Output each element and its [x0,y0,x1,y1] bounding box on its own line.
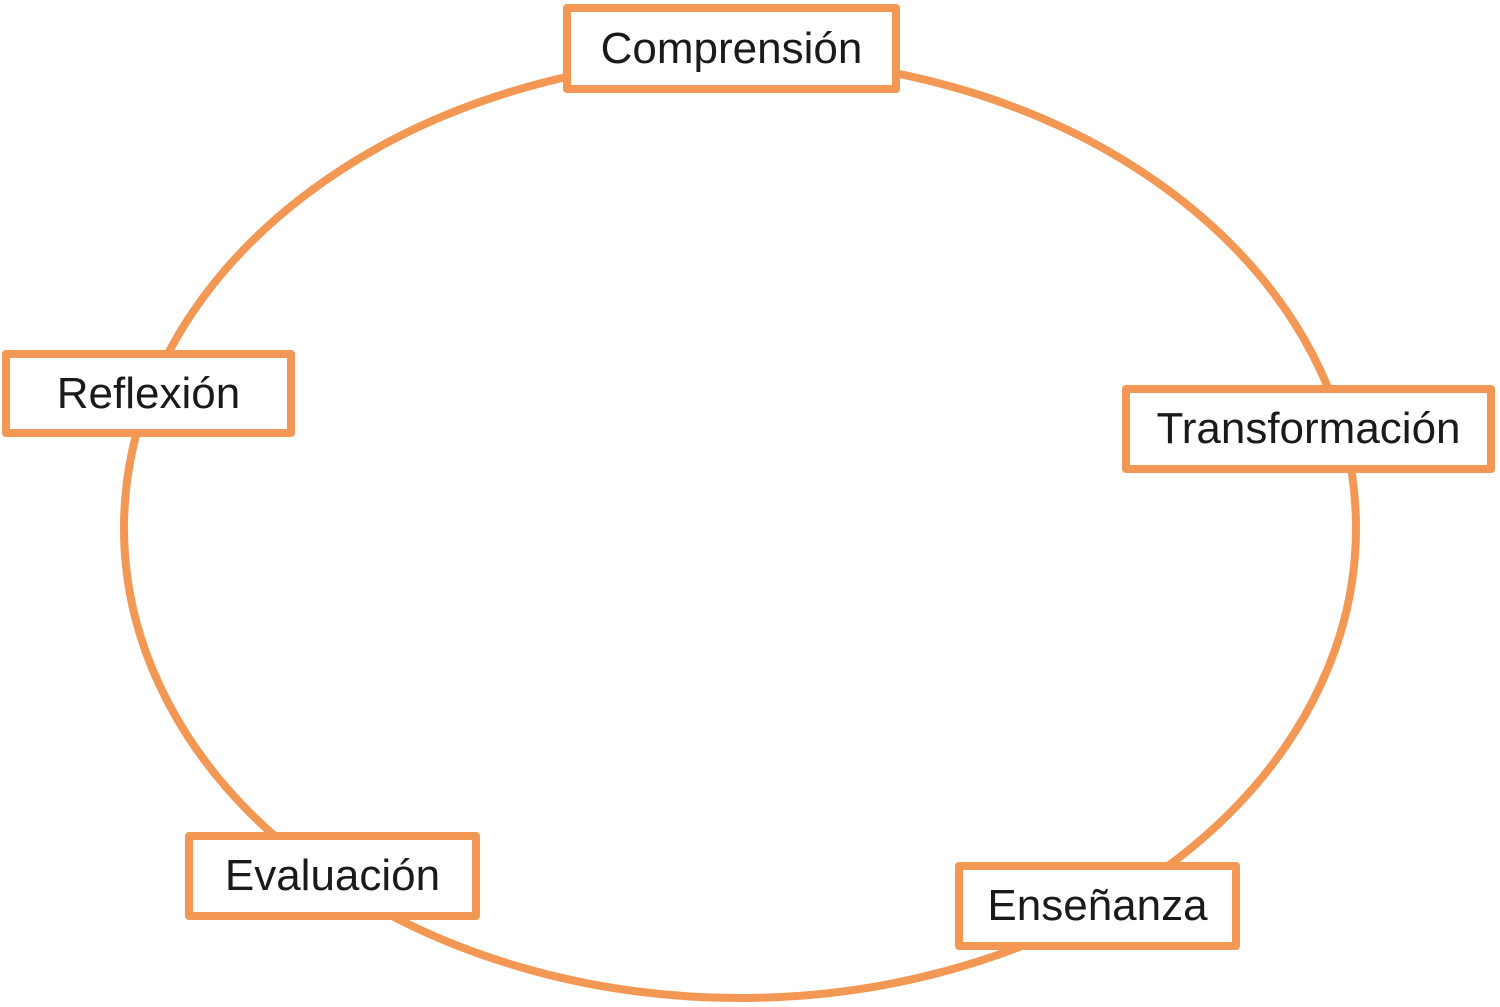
node-ensenanza: Enseñanza [955,862,1240,950]
node-ensenanza-label: Enseñanza [987,881,1208,930]
node-reflexion: Reflexión [2,350,295,437]
node-transformacion-label: Transformación [1156,404,1461,453]
node-evaluacion-label: Evaluación [224,851,441,900]
node-evaluacion: Evaluación [185,832,480,920]
node-reflexion-label: Reflexión [56,368,241,418]
node-comprension: Comprensión [563,4,900,93]
node-transformacion: Transformación [1122,385,1495,473]
node-comprension-label: Comprensión [600,23,863,73]
